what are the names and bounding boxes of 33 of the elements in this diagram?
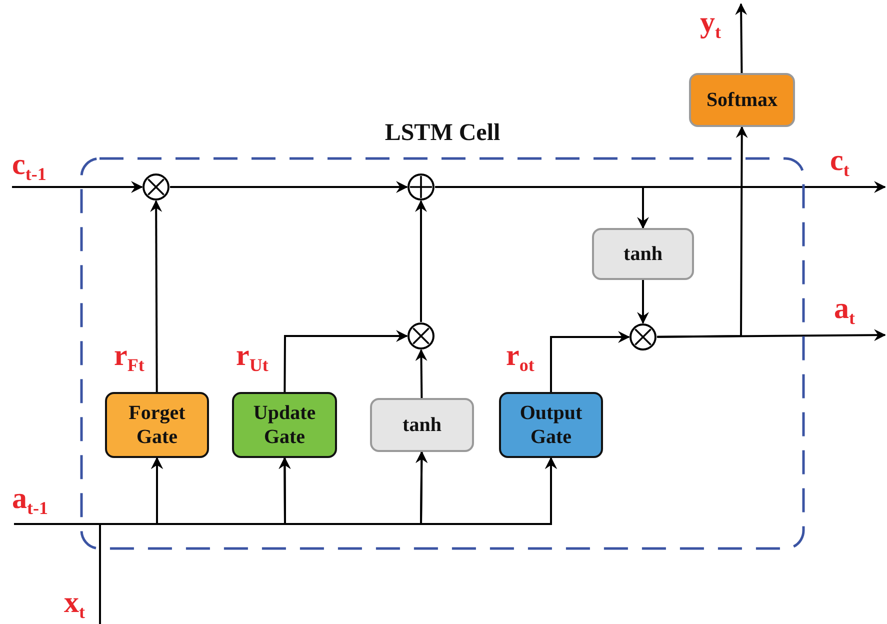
- softmax-box: [689, 73, 795, 127]
- box-label: tanh: [622, 242, 664, 266]
- edge-label: r$_{Ut}$: [236, 341, 268, 374]
- gate-box: [232, 392, 337, 458]
- arrow: [12, 181, 143, 193]
- box-label: Softmax: [705, 88, 779, 112]
- arrow: [550, 331, 630, 392]
- edge-label: a$_{t}$: [834, 294, 855, 327]
- box-label: Update Gate: [252, 401, 317, 449]
- arrow: [415, 200, 427, 322]
- arrow: [170, 181, 408, 193]
- edge-label: r$_{ot}$: [506, 341, 534, 374]
- box-label: Forget Gate: [128, 401, 186, 449]
- arrow: [735, 3, 748, 74]
- gate-box: [499, 392, 603, 458]
- arrow: [150, 200, 162, 392]
- tanh-box: [592, 228, 694, 280]
- edge-label: x$_{t}$: [64, 588, 85, 621]
- box-label: tanh: [402, 413, 442, 437]
- edge-label: a$_{t-1}$: [12, 484, 48, 517]
- box-label: Output Gate: [518, 401, 584, 449]
- arrow: [657, 329, 886, 342]
- arrow: [435, 186, 649, 229]
- edge-label: r$_{Ft}$: [114, 341, 144, 374]
- cell-title: LSTM Cell: [384, 119, 502, 148]
- gate-box: [105, 392, 209, 458]
- tanh-box: [370, 398, 474, 452]
- edge-label: c$_{t}$: [830, 146, 850, 179]
- arrow: [415, 349, 428, 398]
- edge-label: c$_{t-1}$: [12, 150, 46, 183]
- edge-label: y$_{t}$: [700, 8, 721, 41]
- arrow: [637, 280, 649, 324]
- arrow: [284, 330, 408, 392]
